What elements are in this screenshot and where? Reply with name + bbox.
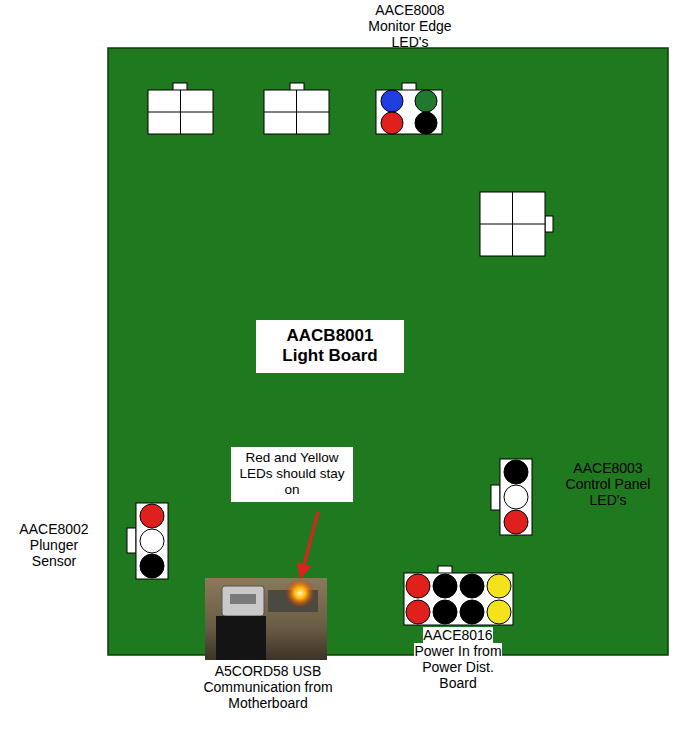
part-label: AACE8002 Plunger Sensor — [6, 521, 102, 569]
power-connector — [404, 566, 513, 625]
callout-box: Red and Yellow LEDs should stay on — [231, 447, 353, 502]
empty-connector — [264, 83, 329, 134]
circuit-board — [108, 48, 668, 655]
control-panel-connector — [491, 459, 532, 535]
part-label: AACE8016 Power In from Power Dist. Board — [414, 627, 502, 691]
callout-arrow — [301, 512, 318, 576]
part-label: A5CORD58 USB Communication from Motherbo… — [193, 663, 343, 711]
led-connector — [376, 83, 442, 134]
empty-connector — [148, 83, 213, 134]
callout-text: Red and Yellow LEDs should stay on — [236, 450, 348, 499]
part-label-text: AACE8003 Control Panel LED's — [566, 460, 651, 508]
part-label: AACE8008 Monitor Edge LED's — [368, 2, 452, 50]
part-label-text: AACE8016 Power In from Power Dist. Board — [414, 627, 501, 691]
part-label-text: AACE8002 Plunger Sensor — [19, 521, 88, 569]
board-title-box: AACB8001 Light Board — [256, 320, 404, 373]
plunger-connector — [127, 503, 168, 579]
board-title: AACB8001 Light Board — [265, 326, 395, 367]
empty-connector — [480, 192, 553, 256]
usb-photo — [205, 578, 327, 660]
part-label-text: A5CORD58 USB Communication from Motherbo… — [203, 663, 332, 711]
part-label: AACE8003 Control Panel LED's — [552, 460, 664, 508]
part-label-text: AACE8008 Monitor Edge LED's — [368, 2, 451, 50]
